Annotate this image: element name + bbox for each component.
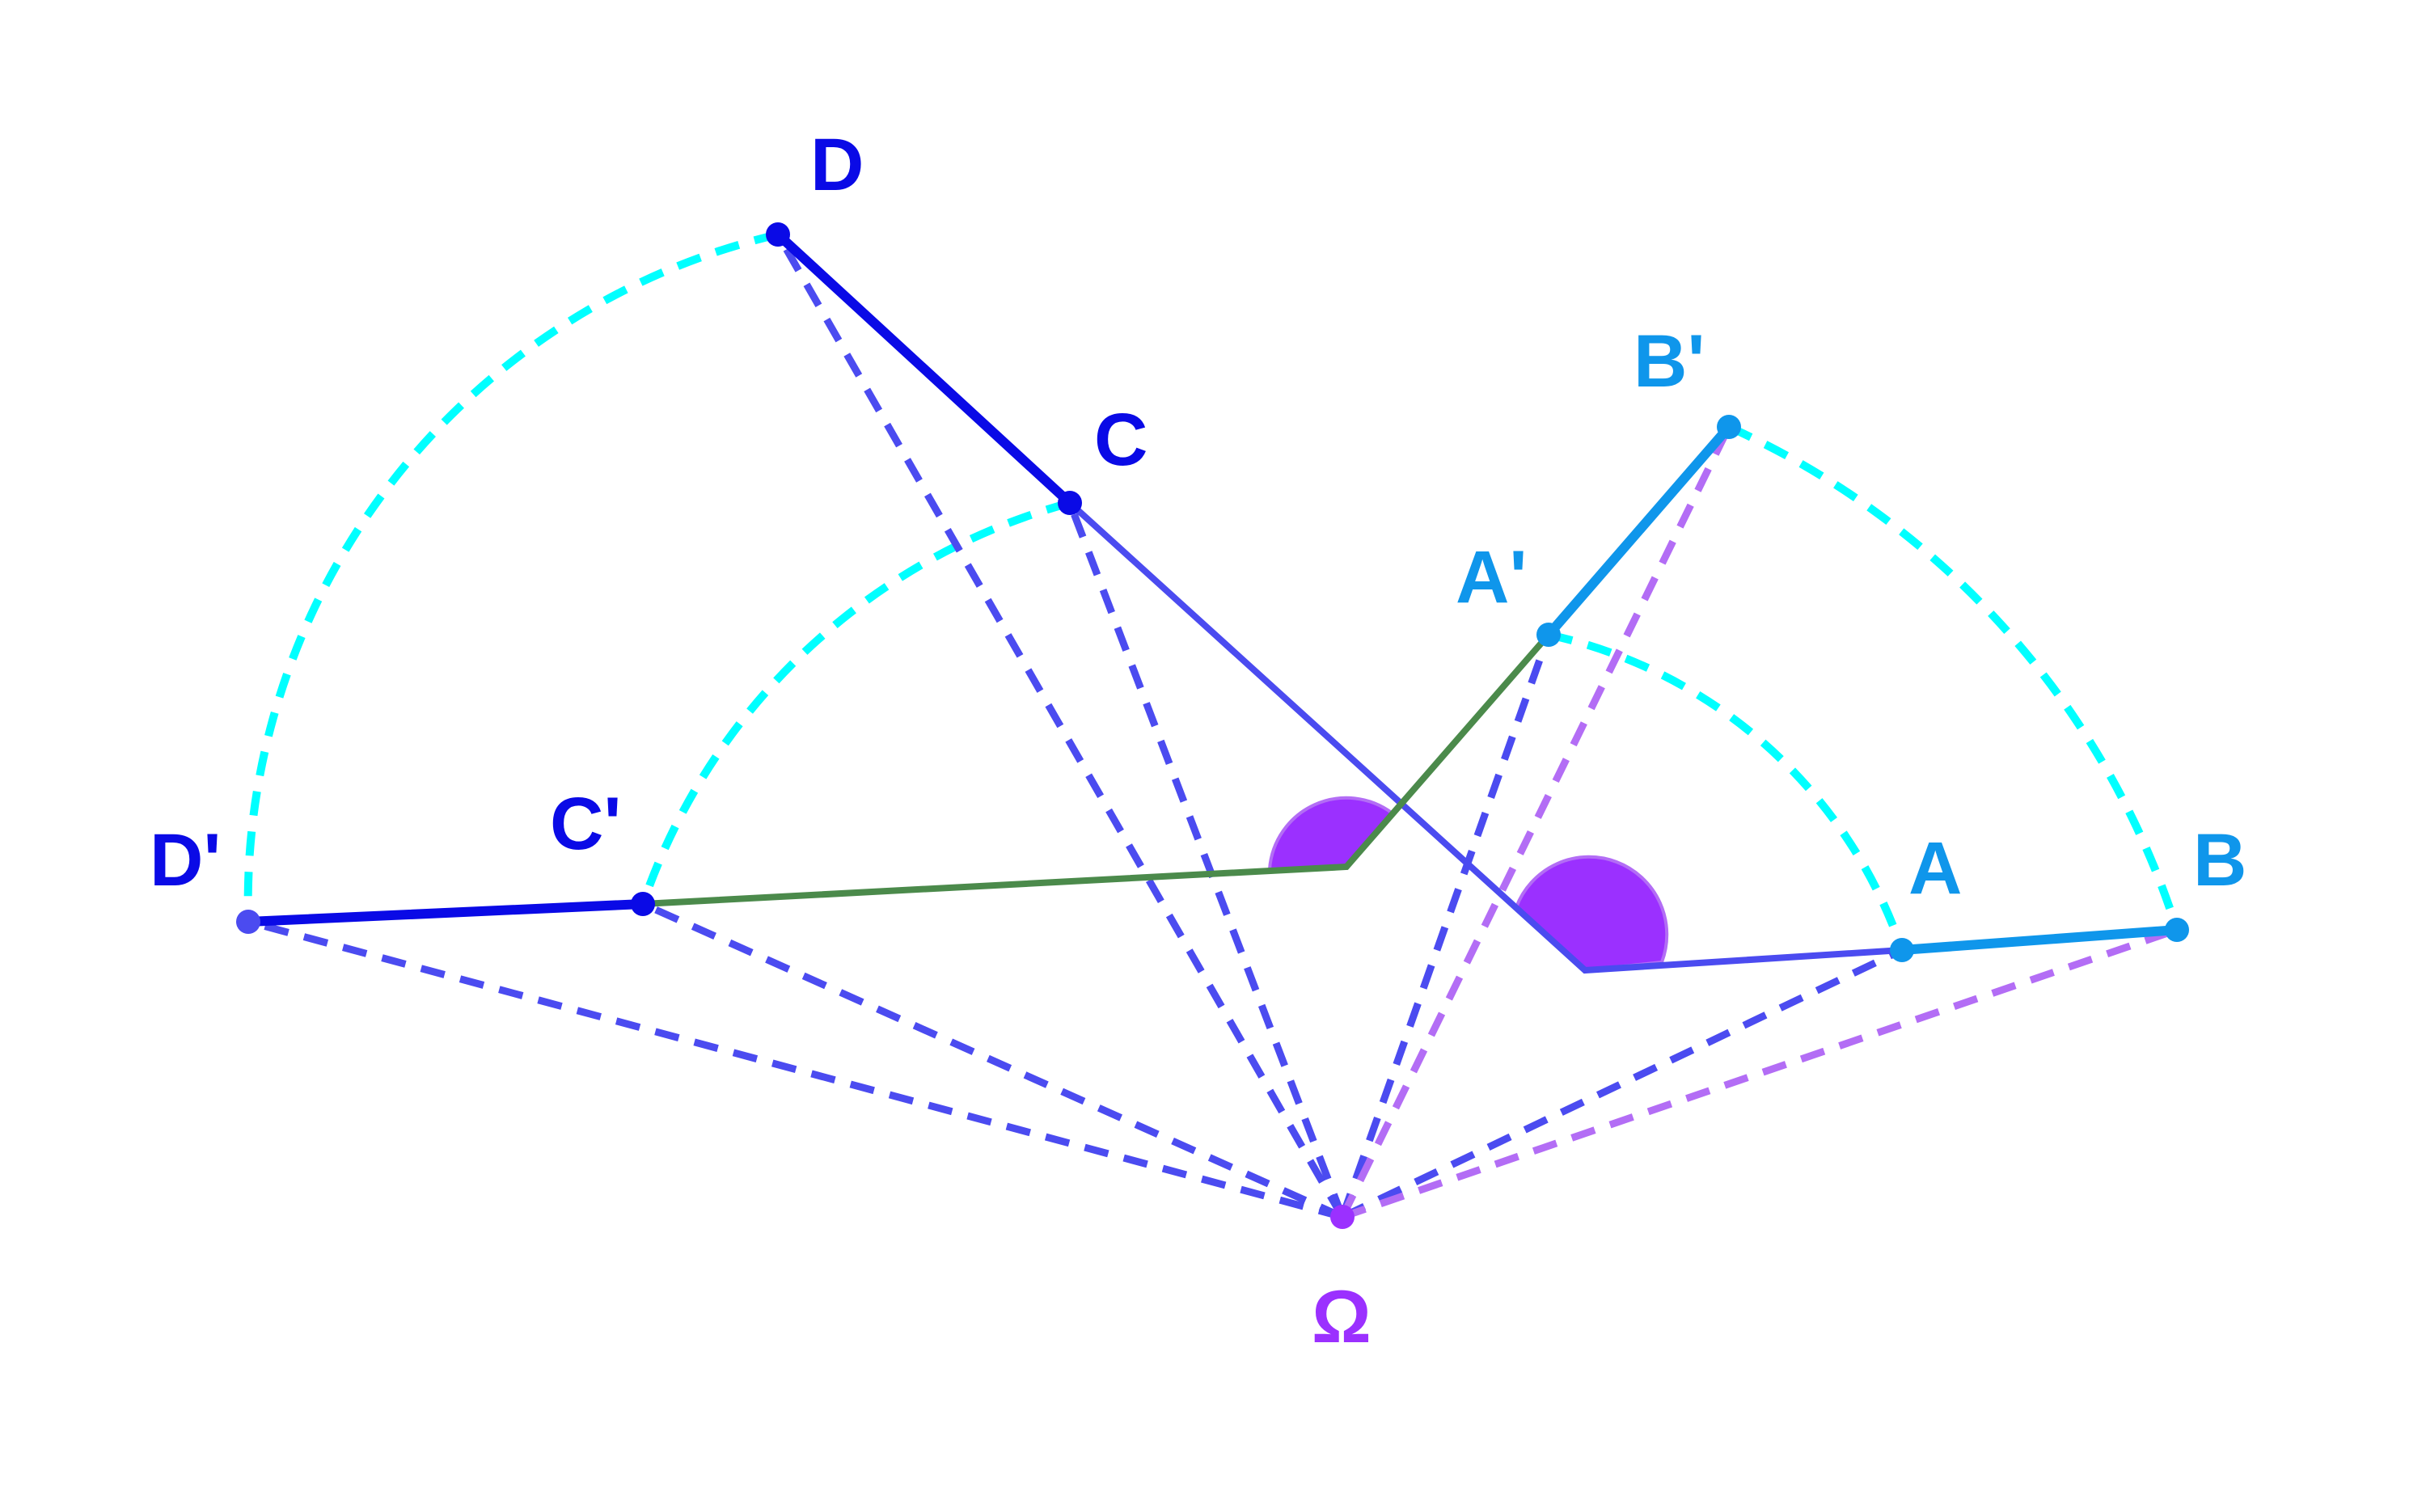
- point-labels: D C B' A' D' C' A B Ω: [150, 124, 2246, 1358]
- segment-AprimeBprime: [1544, 422, 1734, 640]
- ray-omega-Bprime: [1338, 425, 1733, 1218]
- label-D: D: [810, 124, 864, 206]
- arc-D-to-Dprime: [243, 230, 780, 923]
- ray-omega-C: [1066, 501, 1346, 1218]
- image-figure: [243, 422, 1734, 927]
- segment-DprimeCprime: [243, 899, 648, 927]
- point-B[interactable]: [2165, 918, 2189, 942]
- label-Dprime: D': [150, 819, 221, 902]
- arc-C-to-Cprime: [639, 499, 1071, 906]
- label-C: C: [1094, 399, 1147, 481]
- point-Bprime[interactable]: [1717, 415, 1741, 439]
- arc-Bprime-to-B: [1727, 423, 2181, 931]
- label-Bprime: B': [1634, 320, 1705, 403]
- point-Aprime[interactable]: [1536, 623, 1561, 647]
- rotation-arcs: [243, 230, 2181, 952]
- ray-omega-Dprime: [247, 918, 1344, 1221]
- segment-AB: [1897, 925, 2182, 955]
- points: [236, 222, 2189, 1229]
- label-A: A: [1908, 827, 1962, 910]
- ray-omega-Aprime: [1338, 633, 1553, 1218]
- angle-markers: [1267, 796, 1669, 973]
- segment-C-vertex-A: [1067, 500, 1905, 974]
- label-Cprime: C': [550, 783, 621, 865]
- omega-rays: [247, 232, 2179, 1221]
- segment-CD: [773, 230, 1075, 508]
- point-Cprime[interactable]: [631, 892, 655, 916]
- ray-omega-Cprime: [641, 900, 1344, 1221]
- segment-Cprime-vertex-Aprime: [640, 631, 1552, 907]
- angle-marker-original: [1514, 855, 1669, 973]
- ray-omega-B: [1341, 926, 2179, 1221]
- point-D[interactable]: [766, 222, 790, 247]
- label-B: B: [2193, 819, 2246, 902]
- angle-marker-image: [1267, 796, 1395, 872]
- label-Omega: Ω: [1312, 1276, 1371, 1358]
- point-C[interactable]: [1058, 491, 1082, 515]
- label-Aprime: A': [1456, 536, 1527, 619]
- ray-omega-D: [775, 232, 1346, 1219]
- point-Omega[interactable]: [1330, 1205, 1355, 1229]
- point-A[interactable]: [1890, 938, 1914, 962]
- arc-Aprime-to-A: [1547, 631, 1906, 952]
- original-figure: [773, 230, 2182, 974]
- point-Dprime[interactable]: [236, 910, 260, 934]
- ray-omega-A: [1341, 946, 1904, 1221]
